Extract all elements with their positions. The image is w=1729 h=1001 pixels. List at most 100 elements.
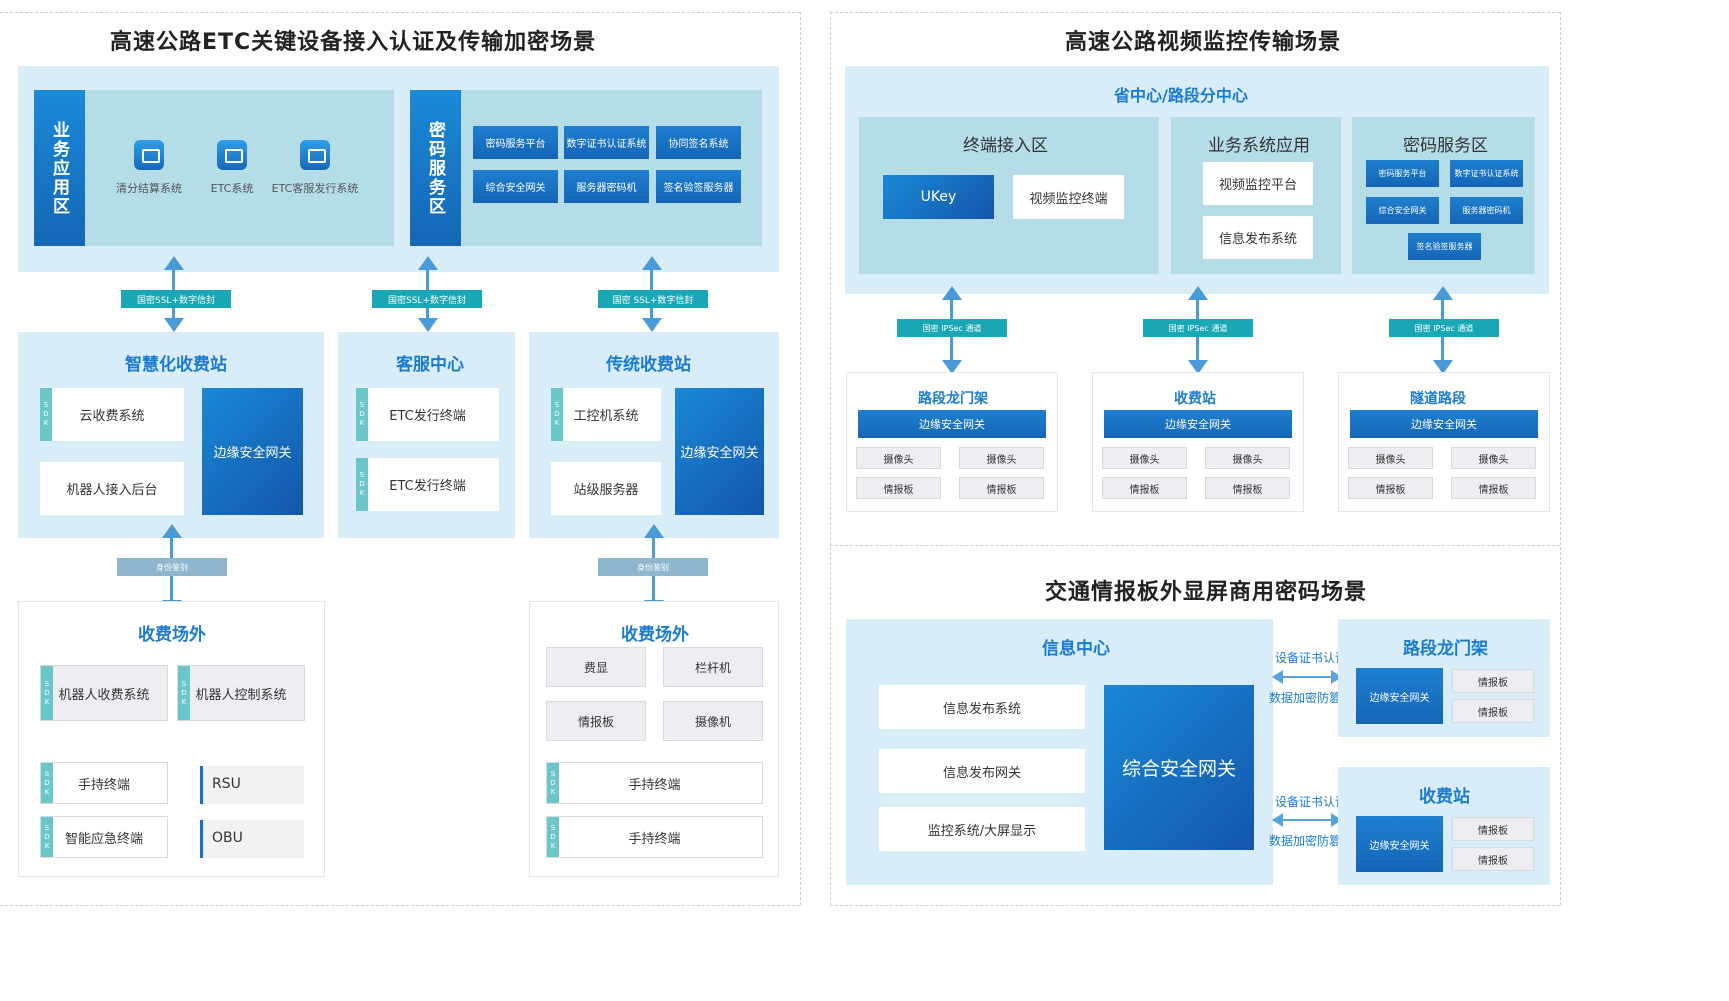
crypto-zone-title: 密码服务区	[1403, 136, 1488, 156]
crypto-area-label: 密码服务区	[410, 90, 461, 246]
video-center-title: 省中心/路段分中心	[1114, 86, 1248, 105]
etc-title: 高速公路ETC关键设备接入认证及传输加密场景	[110, 30, 597, 55]
edge-gateway: 边缘安全网关	[1356, 816, 1443, 872]
monitor-big-screen: 监控系统/大屏显示	[879, 807, 1085, 851]
business-area-label: 业务应用区	[34, 90, 85, 246]
item-label: 手持终端	[628, 831, 681, 847]
station-server: 站级服务器	[551, 462, 661, 515]
obu-label: OBU	[212, 830, 243, 846]
service-center-title: 客服中心	[396, 355, 464, 375]
info-board: 情报板	[546, 701, 646, 741]
info-board: 情报板	[1452, 699, 1534, 723]
item-label: 智能应急终端	[64, 831, 143, 847]
arrow-left	[1272, 670, 1283, 684]
edge-gateway: 边缘安全网关	[675, 388, 764, 515]
server-crypto-machine: 服务器密码机	[564, 170, 649, 203]
arrow-down	[942, 360, 962, 374]
monitor-icon	[217, 140, 247, 170]
video-terminal: 视频监控终端	[1013, 175, 1124, 219]
accent-bar	[200, 766, 203, 804]
info-board: 情报板	[1348, 477, 1433, 499]
security-gateway: 综合安全网关	[1366, 197, 1439, 224]
item-label: ETC发行终端	[389, 479, 466, 494]
info-board: 情报板	[1451, 477, 1536, 499]
info-board: 情报板	[1452, 817, 1534, 841]
arrow-line	[1282, 819, 1332, 821]
edge-gateway: 边缘安全网关	[202, 388, 303, 515]
identity-label: 身份鉴别	[117, 558, 227, 576]
site-title: 路段龙门架	[918, 391, 988, 407]
business-item-label: ETC客服发行系统	[271, 182, 359, 195]
crypto-service-platform: 密码服务平台	[1366, 160, 1439, 187]
traditional-station-title: 传统收费站	[606, 355, 691, 375]
outside-left-title: 收费场外	[138, 625, 206, 645]
info-board: 情报板	[1102, 477, 1187, 499]
identity-label: 身份鉴别	[598, 558, 708, 576]
site-title: 隧道路段	[1410, 391, 1466, 407]
item-label: 云收费系统	[79, 409, 145, 424]
camera: 摄像头	[856, 447, 941, 469]
arrow-down	[418, 318, 438, 332]
video-title: 高速公路视频监控传输场景	[1065, 30, 1342, 55]
smart-station-title: 智慧化收费站	[125, 355, 227, 375]
camera: 摄像机	[663, 701, 763, 741]
terminal-zone-title: 终端接入区	[963, 136, 1048, 156]
barrier-gate: 栏杆机	[663, 647, 763, 687]
info-release-gateway: 信息发布网关	[879, 749, 1085, 793]
edge-gateway: 边缘安全网关	[1356, 668, 1443, 724]
item-label: ETC发行终端	[389, 409, 466, 424]
info-board: 情报板	[1452, 669, 1534, 693]
business-item-label: ETC系统	[210, 182, 254, 195]
arrow-down	[642, 318, 662, 332]
camera: 摄像头	[1205, 447, 1290, 469]
link-caption-bottom: 数据加密防篡改	[1269, 691, 1354, 705]
co-sign-system: 协同签名系统	[656, 126, 741, 159]
arrow-left	[1272, 813, 1283, 827]
arrow-down	[1433, 360, 1453, 374]
business-item-label: 清分结算系统	[116, 182, 182, 195]
crypto-area-panel	[410, 90, 762, 246]
gantry-title: 路段龙门架	[1403, 639, 1488, 659]
item-label: 手持终端	[77, 777, 130, 793]
channel-label: 国密 IPSec 通道	[1143, 319, 1253, 337]
channel-label: 国密SSL+数字信封	[121, 290, 231, 308]
edge-gateway: 边缘安全网关	[1104, 410, 1292, 438]
frame-line	[800, 12, 801, 905]
monitor-icon	[300, 140, 330, 170]
robot-backend: 机器人接入后台	[40, 462, 184, 515]
obu-box: OBU	[200, 820, 304, 858]
frame-line	[0, 12, 800, 13]
item-label: 工控机系统	[573, 409, 639, 424]
frame-line	[1560, 12, 1561, 905]
business-area-panel	[34, 90, 394, 246]
frame-line	[830, 905, 1560, 906]
arrow-up	[942, 286, 962, 300]
rsu-box: RSU	[200, 766, 304, 804]
arrow-up	[162, 524, 182, 538]
item-label: 手持终端	[628, 777, 681, 793]
business-zone-title: 业务系统应用	[1208, 136, 1310, 156]
outside-right-title: 收费场外	[621, 625, 689, 645]
frame-line	[0, 905, 800, 906]
server-crypto-machine: 服务器密码机	[1450, 197, 1523, 224]
security-gateway: 综合安全网关	[473, 170, 558, 203]
arrow-right	[1331, 670, 1342, 684]
link-caption-bottom: 数据加密防篡改	[1269, 834, 1354, 848]
site-title: 收费站	[1174, 391, 1216, 407]
sign-verify-server: 签名验签服务器	[1408, 233, 1481, 260]
